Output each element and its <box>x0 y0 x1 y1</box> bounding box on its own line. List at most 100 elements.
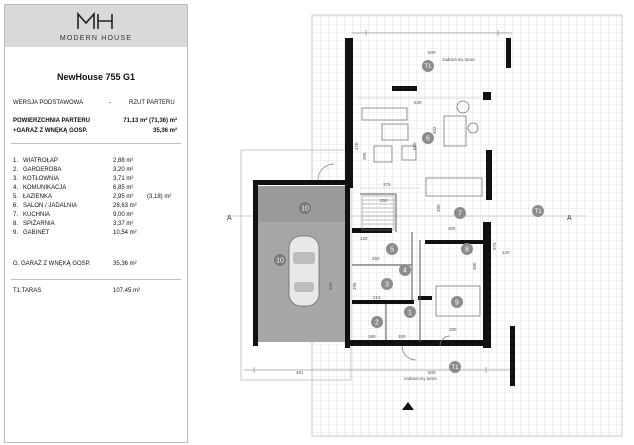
info-panel: MODERN HOUSE NewHouse 755 G1 WERSJA PODS… <box>4 4 188 443</box>
dimension-label: 290 <box>352 282 357 290</box>
room-badges: 1 2 3 4 5 6 7 8 <box>274 132 473 328</box>
dimension-label: 375 <box>383 182 391 187</box>
door-swings <box>317 163 451 361</box>
walls <box>253 38 515 386</box>
room-badge: 4 <box>399 264 411 276</box>
room-badge: 5 <box>386 243 398 255</box>
room-name: SPIŻARNIA <box>23 221 55 227</box>
room-name: SALON / JADALNIA <box>23 203 78 209</box>
divider <box>11 279 181 280</box>
room-badge-label: 5 <box>390 247 394 254</box>
room-area: 3,37 m² <box>113 221 134 227</box>
dimension-label: 470 <box>354 142 359 150</box>
divider <box>11 143 181 144</box>
terrace-tags: T1 T1 T1 <box>422 60 544 373</box>
furniture <box>361 100 483 317</box>
room-badge: 9 <box>451 296 463 308</box>
terrace-note: zadaszony taras <box>442 57 476 62</box>
dimension-label: 609 <box>428 370 436 375</box>
room-area: 3,20 m² <box>113 167 134 173</box>
room-badge-label: 2 <box>375 320 379 327</box>
modern-house-logo <box>77 11 113 29</box>
room-area: 9,00 m² <box>113 212 134 218</box>
room-number: 3. <box>13 176 19 182</box>
room-badge-label: 6 <box>426 136 430 143</box>
section-mark: A <box>227 215 232 222</box>
room-badge-label: 10 <box>301 206 309 213</box>
header-dash: - <box>109 100 111 106</box>
terrace-notes: zadaszony taras zadaszony taras <box>404 57 476 381</box>
room-area: 2,88 m² <box>113 158 134 164</box>
dimension-label: 975 <box>492 242 497 250</box>
entrance-arrow-icon <box>402 402 414 410</box>
dimension-label: 630 <box>414 100 422 105</box>
plan-type-label: RZUT PARTERU <box>129 100 175 106</box>
room-name: KUCHNIA <box>23 212 51 218</box>
dimension-label: 385 <box>362 152 367 160</box>
terrace-deck <box>311 14 623 437</box>
room-name: WIATROŁAP <box>23 158 58 164</box>
room-area: 2,95 m² <box>113 194 134 200</box>
room-area: 3,71 m² <box>113 176 134 182</box>
room-badge-label: 8 <box>465 247 469 254</box>
dimension-label: 120 <box>360 236 368 241</box>
room-badge: 1 <box>404 306 416 318</box>
dimension-labels: 609 609 491 630 375 660 385 300 300 120 … <box>296 50 510 375</box>
dimension-label: 500 <box>328 282 333 290</box>
room-badge-label: 9 <box>455 300 459 307</box>
garage-total-area: 35,36 m² <box>113 261 137 267</box>
dimension-label: 120 <box>502 250 510 255</box>
room-number: 4. <box>13 185 19 191</box>
car-icon <box>288 235 320 307</box>
room-name: GABINET <box>23 230 50 236</box>
stairs <box>361 195 395 231</box>
dimension-label: 215 <box>373 295 381 300</box>
dimension-label: 300 <box>436 204 441 212</box>
dimension-label: 609 <box>428 50 436 55</box>
room-area: 28,63 m² <box>113 203 137 209</box>
room-badge-label: 4 <box>403 268 407 275</box>
terrace-tag-label: T1 <box>451 365 459 371</box>
terrace-label: T1.TARAS <box>13 288 42 294</box>
room-name: KOMUNIKACJA <box>23 185 67 191</box>
room-area: 10,54 m² <box>113 230 137 236</box>
room-number: 5. <box>13 194 19 200</box>
dimension-label: 250 <box>372 256 380 261</box>
dimension-label: 402 <box>432 126 437 134</box>
room-badge: 7 <box>454 207 466 219</box>
room-name: KOTŁOWNIA <box>23 176 60 182</box>
room-badge-label: 1 <box>408 310 412 317</box>
room-badge-label: 7 <box>458 211 462 218</box>
version-label: WERSJA PODSTAWOWA <box>13 100 84 106</box>
room-badge: 6 <box>422 132 434 144</box>
room-badge: 2 <box>371 316 383 328</box>
project-title: NewHouse 755 G1 <box>56 72 136 82</box>
dimension-label: 660 <box>412 142 417 150</box>
room-number: 9. <box>13 230 19 236</box>
garage-area-label: +GARAŻ Z WNĘKĄ GOSP. <box>13 128 88 134</box>
room-number: 8. <box>13 221 19 227</box>
room-badge: 3 <box>381 278 393 290</box>
ground-area-label: POWIERZCHNIA PARTERU <box>13 118 90 124</box>
room-number: 1. <box>13 158 19 164</box>
dimension-label: 491 <box>296 370 304 375</box>
terrace-tag-label: T1 <box>534 209 542 215</box>
logo-area: MODERN HOUSE <box>5 5 187 47</box>
terrace-tag: T1 <box>532 205 544 217</box>
room-area: 6,85 m² <box>113 185 134 191</box>
dimension-label: 180 <box>368 334 376 339</box>
terrace-tag: T1 <box>449 361 461 373</box>
dimension-label: 180 <box>398 334 406 339</box>
room-badge-label: 10 <box>276 258 284 265</box>
room-name: GARDEROBA <box>23 167 62 173</box>
room-number: 6. <box>13 203 19 209</box>
room-badge: 10 <box>299 202 311 214</box>
terrace-tag: T1 <box>422 60 434 72</box>
room-number: 2. <box>13 167 19 173</box>
room-badge-label: 3 <box>385 282 389 289</box>
section-marks: A A <box>227 215 572 222</box>
room-badge: 10 <box>274 254 286 266</box>
dimension-label: 250 <box>380 198 388 203</box>
terrace-tag-label: T1 <box>424 64 432 70</box>
